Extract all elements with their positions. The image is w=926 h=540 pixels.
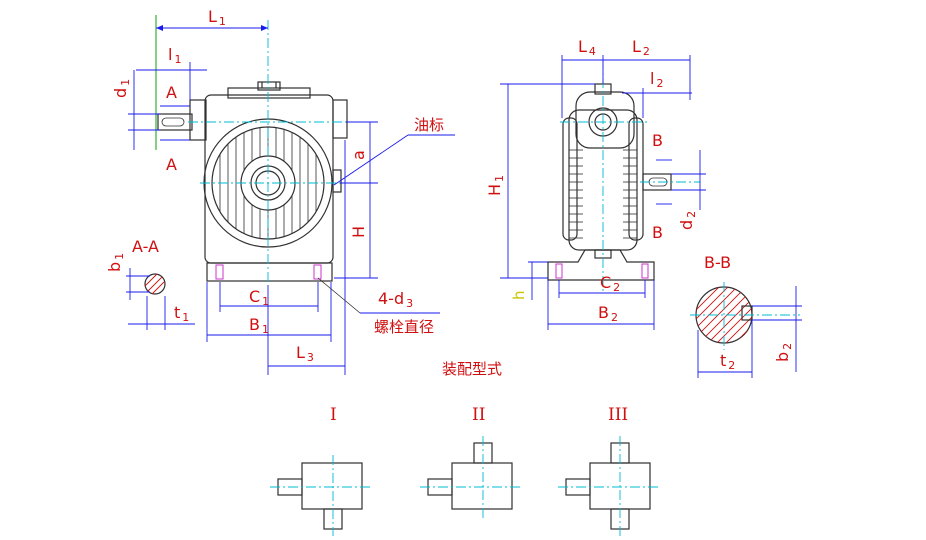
section-hatch-line (696, 287, 722, 343)
label-bolt-diameter: 螺栓直径 (374, 318, 434, 336)
label-d2: d2 (677, 211, 698, 230)
assembly-type-label: I (330, 405, 337, 425)
label-oil-gauge: 油标 (414, 116, 444, 134)
section-hatch-line (723, 287, 752, 343)
label-h: h (510, 290, 528, 300)
section-hatch-line (634, 285, 694, 345)
label-d1: d1 (111, 79, 132, 98)
label-A-top: A (166, 83, 177, 102)
assembly-type-I: I (270, 405, 372, 536)
label-H: H (349, 226, 368, 238)
section-hatch-line (732, 287, 752, 343)
label-a: a (349, 150, 368, 160)
label-section-BB: B-B (704, 253, 731, 272)
label-B-bottom: B (652, 223, 663, 242)
assembly-type-II: II (420, 405, 522, 518)
label-b2: b2 (773, 343, 794, 362)
label-section-AA: A-A (132, 237, 159, 256)
label-b1: b1 (105, 253, 126, 272)
label-A-bottom: A (166, 155, 177, 174)
assembly-types: 装配型式 I II III (270, 360, 660, 536)
assembly-type-III: III (558, 405, 660, 536)
assembly-type-label: III (608, 405, 628, 425)
label-H1: H1 (485, 175, 506, 196)
label-B-top: B (652, 131, 663, 150)
assembly-type-label: II (472, 405, 485, 425)
assembly-title: 装配型式 (442, 360, 502, 378)
side-ribs (569, 149, 637, 239)
